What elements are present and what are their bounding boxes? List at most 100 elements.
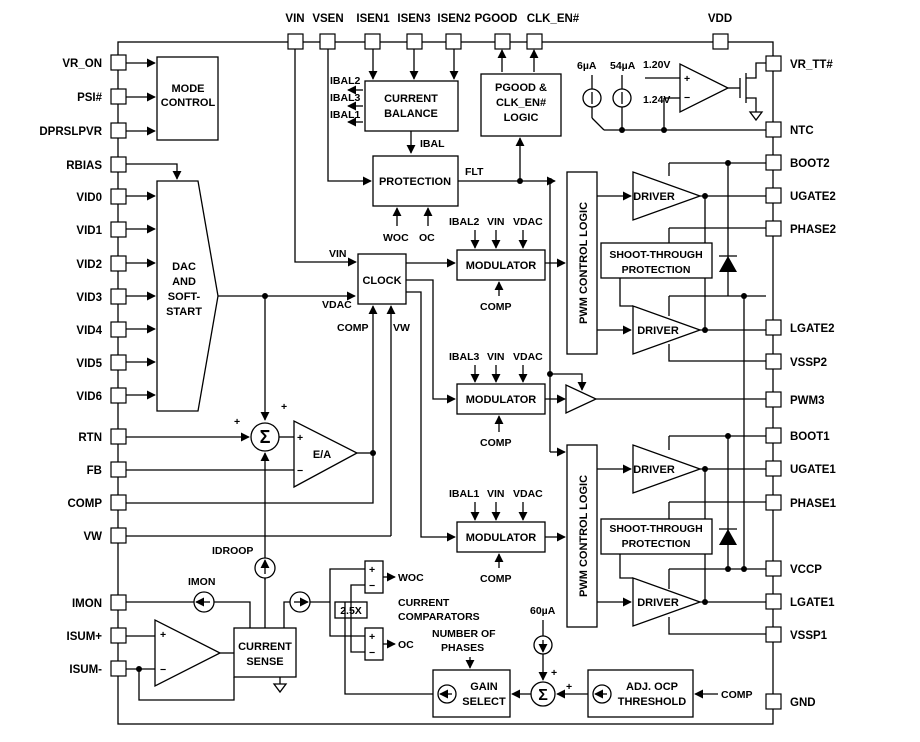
svg-text:+: + <box>281 401 287 413</box>
svg-text:PWM CONTROL LOGIC: PWM CONTROL LOGIC <box>578 475 590 597</box>
svg-text:CLK_EN#: CLK_EN# <box>496 97 546 109</box>
current-sense-section: CURRENT SENSE + − IMON <box>126 557 330 701</box>
pin-ugate1: UGATE1 <box>765 460 836 477</box>
pin-vid4: VID4 <box>76 321 127 338</box>
svg-text:GAIN: GAIN <box>470 681 498 693</box>
svg-text:IMON: IMON <box>72 598 102 610</box>
svg-text:VID3: VID3 <box>76 292 102 304</box>
error-amp-section: Σ + + E/A + − IDROOP <box>126 401 391 580</box>
pin-vid6: VID6 <box>76 387 127 404</box>
svg-text:SENSE: SENSE <box>246 656 283 668</box>
svg-text:DRIVER: DRIVER <box>633 191 675 203</box>
svg-text:IDROOP: IDROOP <box>212 545 253 557</box>
svg-text:MODULATOR: MODULATOR <box>466 532 537 544</box>
svg-text:IBAL: IBAL <box>420 138 445 150</box>
svg-text:ISUM+: ISUM+ <box>67 631 103 643</box>
svg-text:PSI#: PSI# <box>77 92 103 104</box>
svg-text:VID4: VID4 <box>76 325 102 337</box>
svg-text:COMPARATORS: COMPARATORS <box>398 611 480 623</box>
svg-text:RBIAS: RBIAS <box>66 160 102 172</box>
svg-text:NTC: NTC <box>790 125 814 137</box>
svg-text:ADJ. OCP: ADJ. OCP <box>626 681 678 693</box>
svg-text:VSSP2: VSSP2 <box>790 357 827 369</box>
svg-text:SOFT-: SOFT- <box>168 291 201 303</box>
svg-text:VDAC: VDAC <box>513 216 543 228</box>
svg-text:IBAL3: IBAL3 <box>449 351 479 363</box>
svg-text:+: + <box>234 416 240 428</box>
pin-isen1: ISEN1 <box>356 13 390 50</box>
svg-text:DRIVER: DRIVER <box>633 464 675 476</box>
svg-text:IBAL1: IBAL1 <box>449 488 479 500</box>
pin-lgate2: LGATE2 <box>765 319 835 336</box>
pin-vid2: VID2 <box>76 255 127 272</box>
pin-dprslpvr: DPRSLPVR <box>39 122 127 139</box>
pin-vdd: VDD <box>708 13 732 50</box>
svg-text:VIN: VIN <box>487 216 505 228</box>
svg-text:CURRENT: CURRENT <box>398 597 450 609</box>
pin-ntc: NTC <box>765 121 814 138</box>
flt-bus <box>547 178 587 457</box>
phase1-drivers: DRIVER DRIVER SHOOT-THROUGH PROTECTION <box>597 293 766 635</box>
svg-text:CURRENT: CURRENT <box>238 641 292 653</box>
svg-text:IBAL2: IBAL2 <box>330 75 360 87</box>
pin-vssp1: VSSP1 <box>765 626 828 643</box>
protection-block: PROTECTION FLT WOC OC <box>327 49 556 244</box>
pin-vr-tt: VR_TT# <box>765 55 833 72</box>
svg-text:VW: VW <box>393 322 410 334</box>
pin-vin: VIN <box>285 13 305 50</box>
svg-text:Σ: Σ <box>260 427 271 447</box>
left-pins: VR_ON PSI# DPRSLPVR RBIAS VID0 VID1 VID2… <box>39 54 127 677</box>
svg-text:+: + <box>297 432 303 444</box>
svg-text:VDAC: VDAC <box>322 299 352 311</box>
svg-text:UGATE2: UGATE2 <box>790 191 836 203</box>
pgood-logic-block: PGOOD & CLK_EN# LOGIC <box>480 49 562 181</box>
svg-text:COMP: COMP <box>480 573 512 585</box>
modulator-b: MODULATOR IBAL3 VIN VDAC COMP <box>449 351 566 449</box>
pin-pwm3: PWM3 <box>765 391 825 408</box>
svg-text:DRIVER: DRIVER <box>637 597 679 609</box>
pin-vid5: VID5 <box>76 354 127 371</box>
svg-text:PGOOD &: PGOOD & <box>495 82 547 94</box>
svg-text:6µA: 6µA <box>577 60 597 72</box>
pin-rtn: RTN <box>78 428 127 445</box>
pin-vr-on: VR_ON <box>62 54 127 71</box>
svg-text:MODULATOR: MODULATOR <box>466 260 537 272</box>
svg-text:1.24V: 1.24V <box>643 94 670 106</box>
svg-text:SELECT: SELECT <box>462 696 506 708</box>
svg-text:BALANCE: BALANCE <box>384 108 438 120</box>
current-balance-block: CURRENT BALANCE IBAL2 IBAL3 IBAL1 IBAL <box>330 49 459 154</box>
pin-clk-en: CLK_EN# <box>526 13 580 50</box>
svg-text:THRESHOLD: THRESHOLD <box>618 696 687 708</box>
svg-text:DAC: DAC <box>172 261 196 273</box>
pwm-control-logic-2: PWM CONTROL LOGIC <box>566 171 598 355</box>
svg-text:−: − <box>684 92 690 104</box>
current-comparators: 2.5X + − + − WOC OC CURRENT COMPARATORS <box>329 560 480 695</box>
svg-text:VW: VW <box>83 531 102 543</box>
pin-phase2: PHASE2 <box>765 220 836 237</box>
svg-text:PROTECTION: PROTECTION <box>622 538 691 550</box>
svg-text:FLT: FLT <box>465 166 484 178</box>
pin-vid1: VID1 <box>76 221 127 238</box>
svg-text:+: + <box>566 681 572 693</box>
pin-lgate1: LGATE1 <box>765 593 835 610</box>
pin-imon: IMON <box>72 594 127 611</box>
svg-text:VSEN: VSEN <box>312 13 343 25</box>
svg-text:+: + <box>369 631 375 643</box>
svg-text:FB: FB <box>87 465 102 477</box>
svg-text:OC: OC <box>398 639 414 651</box>
pwm-control-logic-1: PWM CONTROL LOGIC <box>566 444 598 628</box>
pin-comp: COMP <box>68 494 127 511</box>
pwm3-buffer <box>565 383 766 415</box>
svg-text:VIN: VIN <box>487 351 505 363</box>
pin-isen3: ISEN3 <box>397 13 431 50</box>
pin-fb: FB <box>87 461 127 478</box>
svg-text:1.20V: 1.20V <box>643 59 670 71</box>
mode-control-block: MODE CONTROL <box>156 56 219 141</box>
pin-vsen: VSEN <box>312 13 344 50</box>
svg-text:IMON: IMON <box>188 576 215 588</box>
svg-text:VID0: VID0 <box>76 192 102 204</box>
phase2-drivers: DRIVER DRIVER SHOOT-THROUGH PROTECTION <box>597 160 766 362</box>
svg-text:DRIVER: DRIVER <box>637 325 679 337</box>
svg-text:SHOOT-THROUGH: SHOOT-THROUGH <box>609 249 702 261</box>
